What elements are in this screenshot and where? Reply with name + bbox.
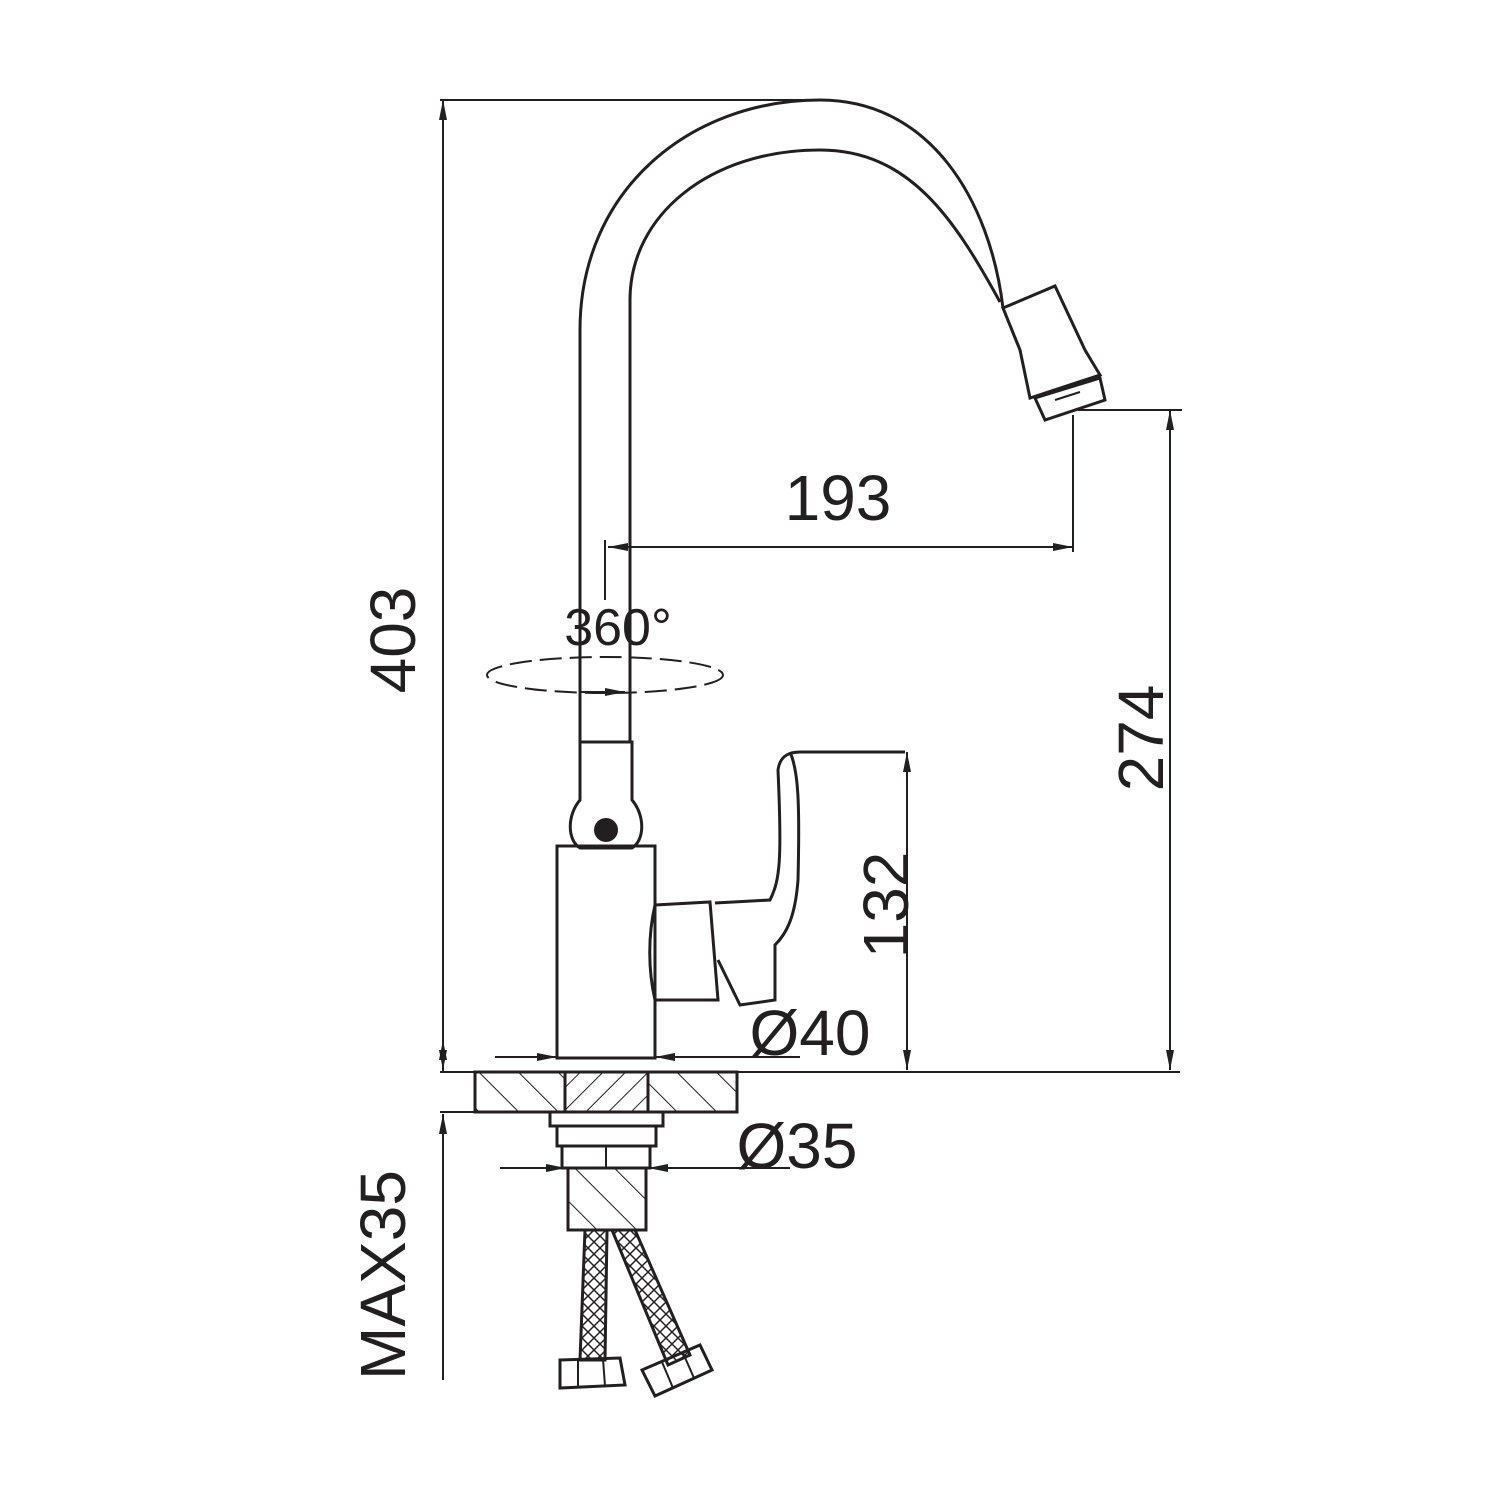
label-193: 193 — [785, 462, 892, 534]
faucet-body — [555, 740, 905, 1060]
label-diameter-35: Ø35 — [737, 1110, 858, 1182]
rotation-indicator: 360° — [486, 599, 724, 696]
dimension-max-thickness: MAX35 — [347, 1040, 447, 1380]
dimension-spout-height: 274 — [1078, 409, 1182, 1070]
dimension-total-height: 403 — [357, 99, 825, 1070]
countertop-section — [473, 1070, 739, 1114]
label-360: 360° — [564, 599, 672, 657]
label-403: 403 — [357, 587, 429, 694]
spout — [578, 98, 1107, 742]
dimension-body-diameter: Ø40 — [495, 997, 870, 1069]
mounting-shank — [548, 1110, 665, 1232]
label-132: 132 — [850, 852, 922, 959]
label-274: 274 — [1105, 685, 1177, 792]
spray-head — [1001, 284, 1103, 400]
supply-hoses — [558, 1228, 715, 1398]
label-diameter-40: Ø40 — [750, 997, 871, 1069]
dimension-spout-reach: 193 — [604, 415, 1074, 600]
dimension-handle-height: 132 — [850, 752, 922, 1070]
dimension-shank-diameter: Ø35 — [500, 1110, 857, 1182]
label-max35: MAX35 — [347, 1170, 419, 1380]
aerator — [1032, 376, 1107, 422]
